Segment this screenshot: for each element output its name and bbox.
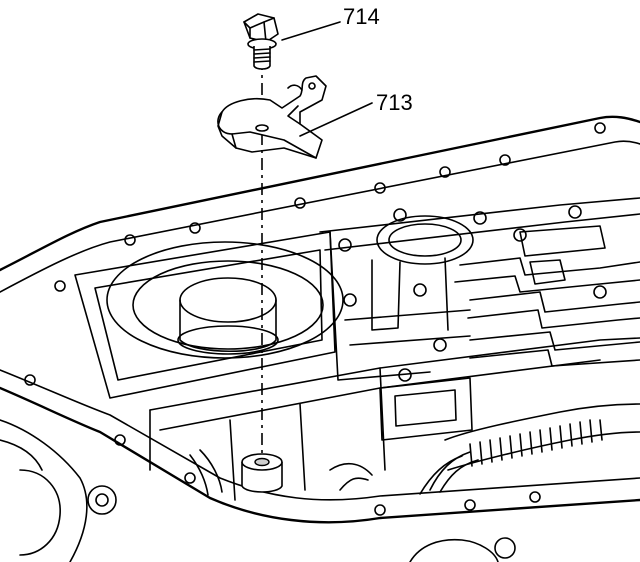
servo-bore xyxy=(106,241,344,359)
transmission-case xyxy=(0,115,640,562)
callout-label-714: 714 xyxy=(343,4,380,29)
callout-label-713: 713 xyxy=(376,90,413,115)
clip-713 xyxy=(217,75,327,159)
leader-line-714 xyxy=(281,21,341,41)
bolt-714 xyxy=(243,13,279,70)
wiring-harness xyxy=(189,403,640,496)
flange-bolt-holes xyxy=(24,122,606,516)
valve-body xyxy=(319,197,640,441)
mounting-boss xyxy=(241,453,283,493)
leader-line-713 xyxy=(299,102,373,137)
